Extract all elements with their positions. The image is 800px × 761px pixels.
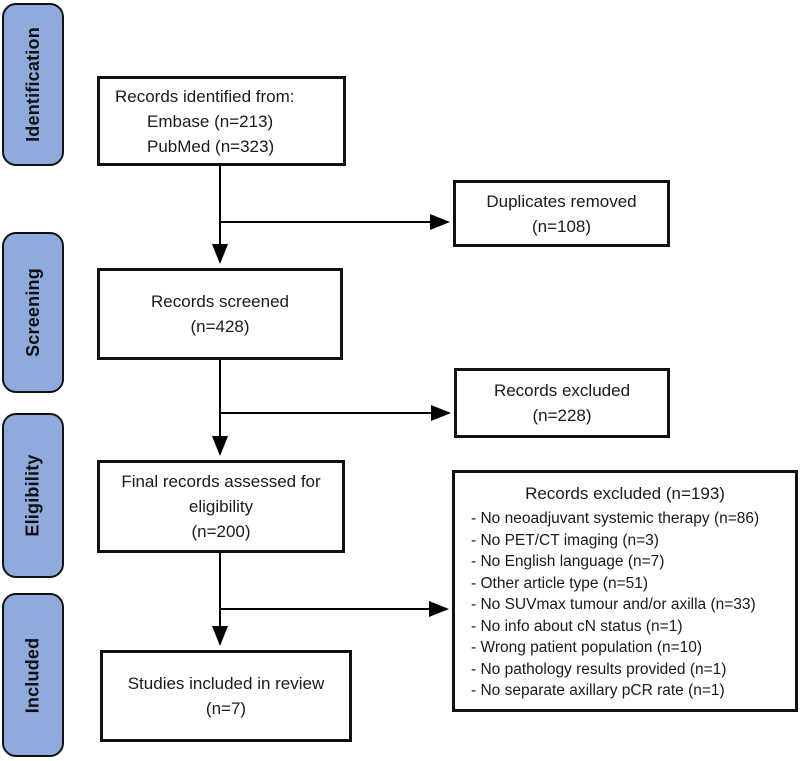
stage-screening-label: Screening [22,268,43,357]
box-records-excluded-screening: Records excluded (n=228) [454,368,670,438]
records-assessed-line3: (n=200) [191,522,251,541]
box-records-assessed: Final records assessed for eligibility (… [97,460,345,553]
records-screened-line1: Records screened [151,292,289,311]
records-excluded-screening-line1: Records excluded [493,381,631,400]
exclusion-reason: - Other article type (n=51) [471,574,649,592]
box-duplicates-removed: Duplicates removed (n=108) [453,180,670,247]
stage-eligibility-label: Eligibility [22,454,43,537]
stage-identification: Identification [2,3,64,166]
stage-screening: Screening [2,232,64,393]
box-records-identified: Records identified from: Embase (n=213) … [97,76,346,166]
box-records-excluded-eligibility: Records excluded (n=193) - No neoadjuvan… [452,470,798,712]
stage-identification-label: Identification [22,27,43,142]
records-assessed-line1: Final records assessed for [121,472,321,491]
records-screened-line2: (n=428) [190,317,250,336]
duplicates-removed-line1: Duplicates removed [486,191,637,211]
duplicates-removed-line2: (n=108) [531,216,592,236]
records-identified-line3: PubMed (n=323) [147,136,275,156]
records-identified-line1: Records identified from: [115,86,295,106]
records-assessed-line2: eligibility [188,497,254,516]
stage-eligibility: Eligibility [2,413,64,578]
exclusion-reason: - No PET/CT imaging (n=3) [471,531,659,549]
records-excluded-screening-line2: (n=228) [532,406,592,425]
exclusion-reason: - No neoadjuvant systemic therapy (n=86) [471,510,760,527]
exclusion-reason: - No separate axillary pCR rate (n=1) [471,682,725,699]
exclusion-reason: - No pathology results provided (n=1) [471,660,727,678]
studies-included-line2: (n=7) [205,699,247,718]
box-studies-included: Studies included in review (n=7) [100,650,352,742]
exclusion-reason: - No info about cN status (n=1) [471,617,683,635]
stage-included: Included [2,593,64,757]
exclusion-reason: - No English language (n=7) [471,553,665,570]
records-excluded-eligibility-title: Records excluded (n=193) [525,484,725,503]
box-records-screened: Records screened (n=428) [97,268,343,360]
exclusion-reason-list: - No neoadjuvant systemic therapy (n=86)… [455,508,795,702]
records-identified-line2: Embase (n=213) [147,111,274,131]
stage-included-label: Included [22,637,43,713]
studies-included-line1: Studies included in review [127,674,325,693]
exclusion-reason: - Wrong patient population (n=10) [471,639,703,656]
exclusion-reason: - No SUVmax tumour and/or axilla (n=33) [471,596,756,613]
